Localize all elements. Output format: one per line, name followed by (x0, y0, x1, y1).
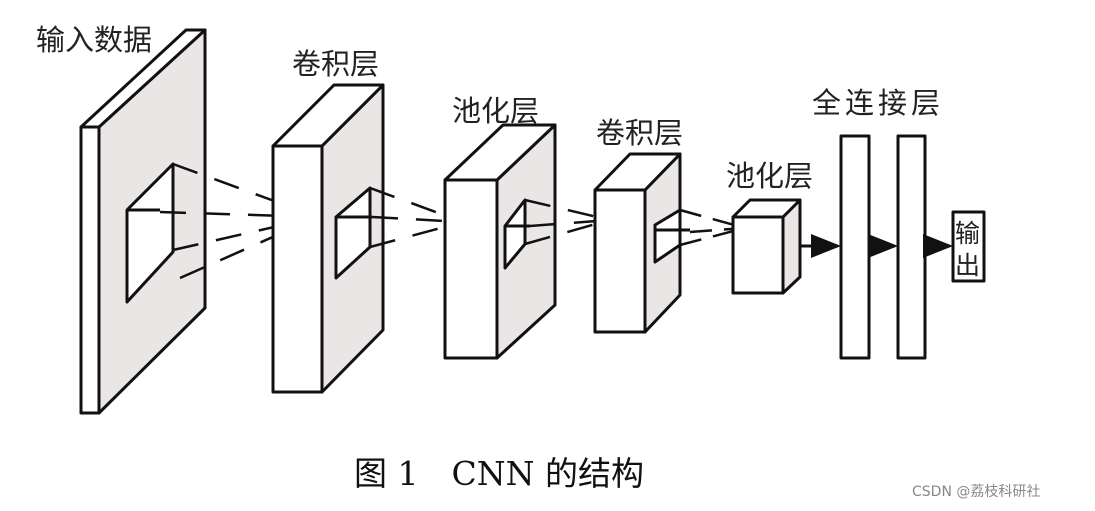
pool-layer-1 (443, 123, 612, 360)
watermark: CSDN @荔枝科研社 (912, 484, 1040, 500)
label-fully-connected: 全连接层 (812, 86, 944, 120)
label-input-data: 输入数据 (36, 23, 152, 57)
label-pool-1: 池化层 (452, 94, 539, 128)
fc-bar-2 (896, 134, 927, 360)
label-conv-1: 卷积层 (292, 47, 379, 81)
pool-layer-2 (731, 198, 802, 295)
label-output-2: 出 (955, 251, 980, 280)
figure-caption: 图 1 CNN 的结构 (354, 454, 644, 493)
label-pool-2: 池化层 (726, 159, 813, 193)
conv-layer-2 (593, 152, 748, 334)
input-layer (79, 28, 320, 415)
fc-bar-1 (839, 134, 871, 360)
fc-layers (800, 134, 986, 360)
label-conv-2: 卷积层 (596, 116, 683, 150)
conv-layer-1 (271, 83, 465, 394)
output-box (951, 210, 986, 283)
input-kernel (125, 162, 175, 304)
label-output-1: 输 (955, 219, 980, 248)
